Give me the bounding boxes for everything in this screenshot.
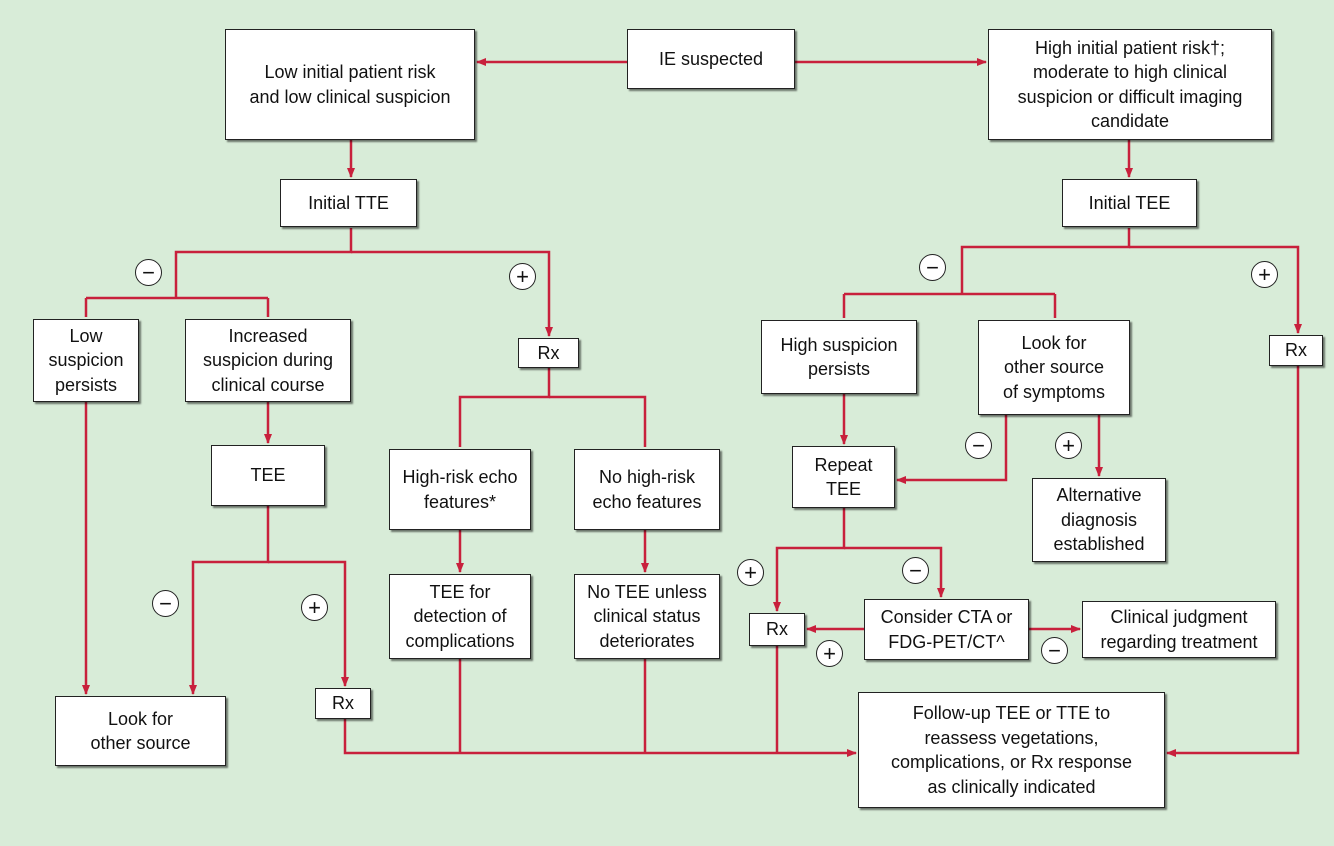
edge-tte-positive (351, 250, 553, 337)
positive-sign-tee-right: + (1251, 261, 1278, 288)
look-other-source-label: Look for other source (90, 708, 191, 754)
edge-repeat-split (773, 508, 846, 612)
low-suspicion-box: Low suspicion persists (33, 319, 139, 402)
no-tee-unless-label: No TEE unless clinical status deteriorat… (587, 581, 707, 651)
rx-box-right: Rx (1269, 335, 1323, 366)
negative-sign-tee-left: − (152, 590, 179, 617)
high-risk-box: High initial patient risk†; moderate to … (988, 29, 1272, 140)
rx-left-label: Rx (537, 342, 560, 363)
high-risk-echo-box: High-risk echo features* (389, 449, 531, 530)
positive-sign-tte: + (509, 263, 536, 290)
no-high-risk-echo-label: No high-risk echo features (592, 467, 702, 512)
positive-sign-tee-left: + (301, 594, 328, 621)
ie-suspected-box: IE suspected (627, 29, 795, 89)
high-risk-echo-label: High-risk echo features* (402, 467, 518, 512)
rx-bottom-left-label: Rx (332, 693, 354, 714)
rx-right-label: Rx (1285, 340, 1307, 361)
positive-sign-repeat: + (737, 559, 764, 586)
initial-tte-label: Initial TTE (308, 192, 389, 213)
tee-complications-label: TEE for detection of complications (405, 581, 515, 651)
low-risk-box: Low initial patient risk and low clinica… (225, 29, 475, 140)
high-suspicion-label: High suspicion persists (780, 334, 898, 380)
initial-tee-box: Initial TEE (1062, 179, 1197, 227)
edge-tee-right-split (960, 228, 1131, 294)
edge-rx-echo-split (458, 368, 551, 447)
tee-box-left: TEE (211, 445, 325, 506)
rx-middle-label: Rx (766, 619, 788, 640)
negative-sign-cta: − (1041, 637, 1068, 664)
edge-tee-right-positive (1129, 245, 1302, 334)
rx-box-left: Rx (518, 338, 579, 368)
edge-tee-positive (268, 560, 349, 687)
low-suspicion-label: Low suspicion persists (48, 325, 124, 395)
repeat-tee-box: Repeat TEE (792, 446, 895, 508)
look-other-symptoms-box: Look for other source of symptoms (978, 320, 1130, 415)
initial-tte-box: Initial TTE (280, 179, 417, 227)
follow-up-label: Follow-up TEE or TTE to reassess vegetat… (890, 703, 1133, 797)
positive-sign-cta: + (816, 640, 843, 667)
high-suspicion-box: High suspicion persists (761, 320, 917, 394)
edge-rx-right-down (1166, 366, 1300, 757)
look-other-source-box: Look for other source (55, 696, 226, 766)
consider-cta-box: Consider CTA or FDG-PET/CT^ (864, 599, 1029, 660)
rx-box-middle: Rx (749, 613, 805, 646)
increased-suspicion-label: Increased suspicion during clinical cour… (202, 325, 334, 395)
initial-tee-label: Initial TEE (1088, 192, 1171, 213)
no-tee-unless-box: No TEE unless clinical status deteriorat… (574, 574, 720, 659)
repeat-tee-label: Repeat TEE (814, 454, 873, 500)
high-risk-label: High initial patient risk†; moderate to … (1017, 37, 1243, 132)
edge-rx-echo-split-right (549, 395, 647, 447)
edge-look-negative (896, 415, 1008, 484)
positive-sign-look-symptoms: + (1055, 432, 1082, 459)
clinical-judgment-box: Clinical judgment regarding treatment (1082, 601, 1276, 658)
edge-bottom-collector (343, 719, 857, 757)
rx-box-bottom-left: Rx (315, 688, 371, 719)
edge-tte-split (174, 228, 353, 298)
ie-suspected-label: IE suspected (658, 48, 764, 69)
consider-cta-label: Consider CTA or FDG-PET/CT^ (880, 607, 1013, 652)
edge-tee-split (189, 506, 270, 695)
alternative-diagnosis-box: Alternative diagnosis established (1032, 478, 1166, 562)
tee-complications-box: TEE for detection of complications (389, 574, 531, 659)
clinical-judgment-label: Clinical judgment regarding treatment (1100, 607, 1258, 652)
look-other-symptoms-label: Look for other source of symptoms (1002, 332, 1106, 402)
follow-up-box: Follow-up TEE or TTE to reassess vegetat… (858, 692, 1165, 808)
edge-repeat-negative (844, 546, 945, 598)
increased-suspicion-box: Increased suspicion during clinical cour… (185, 319, 351, 402)
negative-sign-repeat: − (902, 557, 929, 584)
low-risk-label: Low initial patient risk and low clinica… (249, 62, 451, 107)
no-high-risk-echo-box: No high-risk echo features (574, 449, 720, 530)
alternative-diagnosis-label: Alternative diagnosis established (1053, 485, 1145, 555)
negative-sign-tte: − (135, 259, 162, 286)
negative-sign-look-symptoms: − (965, 432, 992, 459)
negative-sign-tee-right: − (919, 254, 946, 281)
tee-left-label: TEE (250, 465, 286, 486)
